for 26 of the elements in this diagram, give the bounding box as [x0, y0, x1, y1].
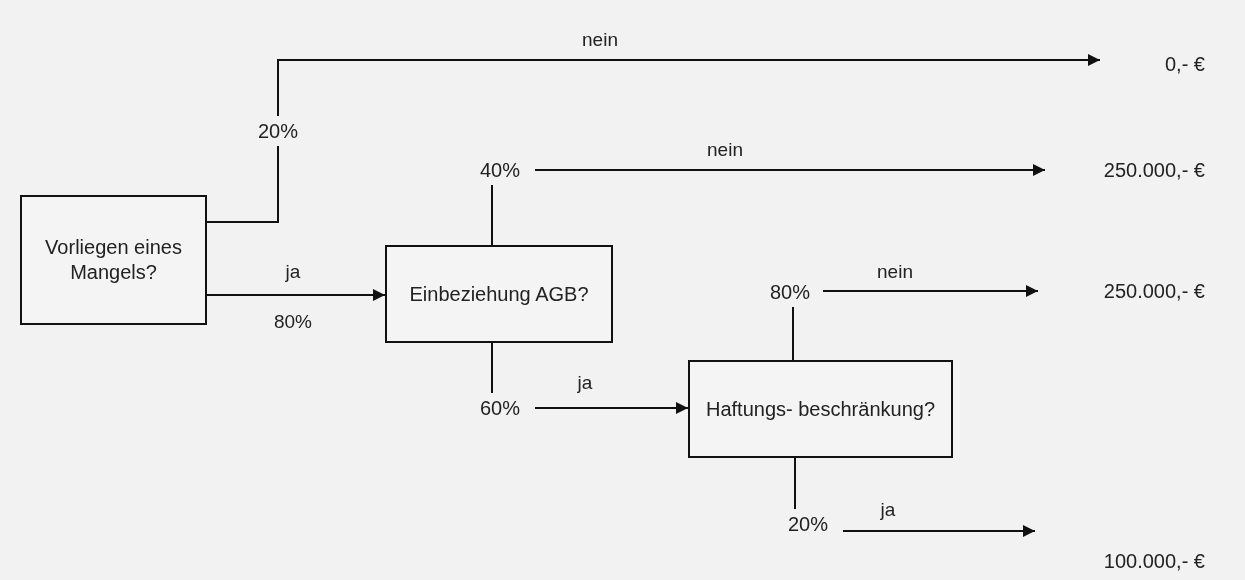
- arrow: [842, 525, 1036, 537]
- connector-line: [206, 145, 279, 223]
- arrow: [277, 54, 1101, 117]
- arrow: [206, 289, 386, 301]
- arrow: [534, 164, 1046, 176]
- amount-text: 0,- €: [1163, 51, 1205, 77]
- question-text: Vorliegen eines Mangels?: [44, 235, 183, 285]
- connector-line: [491, 342, 493, 394]
- probability-text: 20%: [788, 511, 828, 537]
- question-text: Einbeziehung AGB?: [409, 281, 589, 307]
- connector-line: [792, 306, 794, 361]
- connector-line: [794, 457, 796, 510]
- amount-text: 250.000,- €: [1102, 278, 1205, 304]
- question-text: Haftungs- beschränkung?: [705, 396, 935, 422]
- probability-text: 80%: [770, 279, 810, 305]
- arrow: [822, 285, 1039, 297]
- amount-text: 100.000,- €: [1102, 549, 1205, 574]
- decision-box: [385, 245, 613, 343]
- decision-box: [20, 195, 207, 325]
- amount-text: 250.000,- €: [1102, 157, 1205, 183]
- connector-line: [491, 184, 493, 246]
- probability-text: 20%: [258, 118, 298, 144]
- probability-text: 60%: [480, 395, 520, 421]
- arrow: [534, 402, 689, 414]
- decision-box: [688, 360, 953, 458]
- probability-text: 40%: [480, 157, 520, 183]
